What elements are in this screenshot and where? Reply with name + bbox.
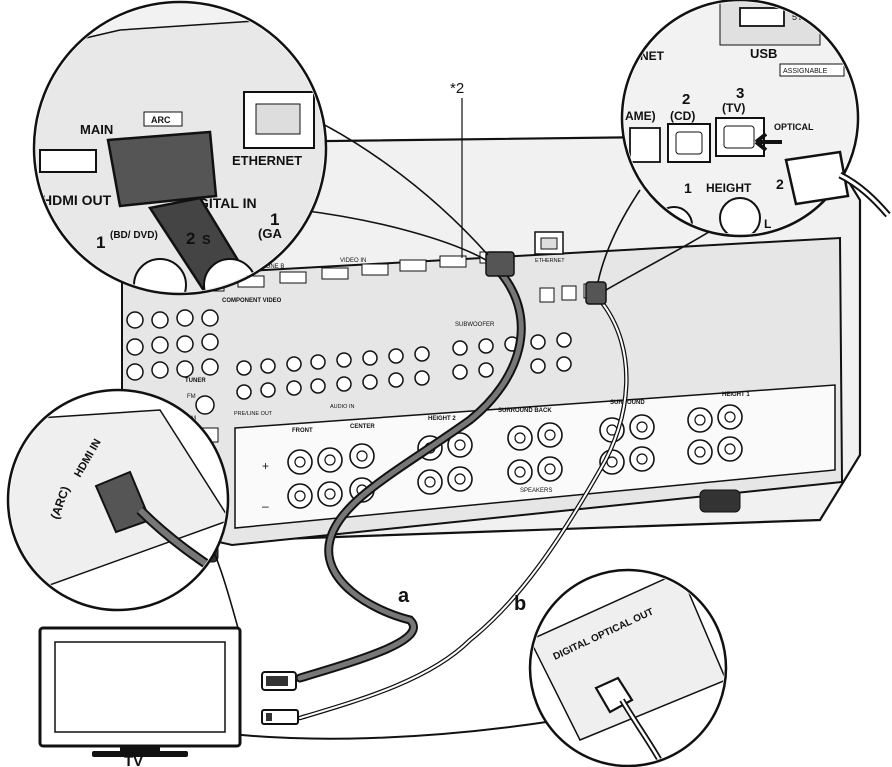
panel-label-fm: FM — [187, 394, 196, 400]
optical-port-2 — [561, 285, 577, 301]
zoom-port-2-num: 2 — [682, 91, 690, 108]
hdmi-plug-receiver — [485, 251, 515, 277]
zoom-height-2: 2 — [776, 176, 784, 192]
speaker-label-plus: + — [262, 459, 269, 473]
panel-label-subwoofer: SUBWOOFER — [455, 322, 495, 328]
audio-rca-jacks — [236, 332, 572, 400]
zoom-port-3-num: 3 — [736, 85, 744, 102]
zoom-height: HEIGHT — [706, 181, 752, 195]
zoom-port-2-name: S — [202, 232, 211, 247]
zoom-hdmi-plug — [106, 130, 218, 208]
panel-label-component-video: COMPONENT VIDEO — [222, 298, 282, 304]
callout-note-2: *2 — [450, 80, 464, 97]
zoom-usb-label: USB — [750, 46, 777, 61]
zoom-tv-optical-out: DIGITAL OPTICAL OUT — [528, 568, 728, 767]
zoom-port-1b: 1 — [270, 210, 279, 229]
zoom-optical-plug — [784, 150, 850, 206]
zoom-port-3-name: (TV) — [722, 101, 745, 115]
zoom-usb-port — [739, 7, 785, 27]
av-receiver: ZONE B VIDEO IN COMPONENT VIDEO SUBWOOFE… — [121, 133, 862, 563]
fm-antenna-jack — [195, 395, 215, 415]
speaker-label-height1: HEIGHT 1 — [722, 392, 750, 398]
zoom-tv-hdmi-in: HDMI IN (ARC) — [6, 388, 239, 629]
speaker-label-height2: HEIGHT 2 — [428, 416, 456, 422]
optical-port-1 — [539, 287, 555, 303]
zoom-port-ga: (GA — [258, 226, 282, 241]
speaker-label-speakers: SPEAKERS — [520, 488, 552, 494]
zoom-height-l: L — [764, 217, 771, 231]
panel-label-tuner: TUNER — [185, 378, 206, 384]
zoom-port-1-num: 1 — [96, 233, 105, 252]
zoom-optical-label: OPTICAL — [774, 122, 814, 132]
tv-label: TV — [124, 753, 143, 767]
zoom-insert-arrow — [754, 132, 782, 152]
optical-plug-receiver — [585, 281, 607, 305]
callout-cable-a: a — [398, 585, 410, 607]
panel-label-video-in: VIDEO IN — [340, 258, 366, 264]
zoom-net: NET — [640, 49, 665, 63]
speaker-label-front: FRONT — [292, 428, 313, 434]
zoom-port-2-num: 2 — [186, 229, 195, 248]
zoom-hdmi-arc: ARC — [151, 115, 171, 125]
zoom-hdmi-main: MAIN — [80, 122, 113, 137]
speaker-label-surround-back: SURROUND BACK — [498, 408, 552, 414]
speaker-label-minus: – — [262, 499, 269, 513]
speaker-label-center: CENTER — [350, 424, 375, 430]
callout-cable-b: b — [514, 593, 526, 615]
panel-label-zone-b: ZONE B — [262, 264, 284, 270]
tv: TV — [38, 626, 242, 767]
zoom-hdmi-out: HDMI OUT — [42, 192, 112, 208]
component-rca-jacks — [126, 309, 219, 381]
zoom-height-1: 1 — [684, 180, 692, 196]
zoom-port-1-name: (BD/ DVD) — [110, 230, 158, 241]
zoom-game-partial: AME) — [625, 109, 656, 123]
zoom-assignable: ASSIGNABLE — [783, 68, 828, 75]
speaker-label-surround: SURROUND — [610, 400, 645, 406]
panel-label-audio-in: AUDIO IN — [330, 404, 354, 410]
zoom-port-2-name: (CD) — [670, 109, 695, 123]
panel-label-preout: PRE/LINE OUT — [234, 411, 273, 417]
panel-label-ethernet: ETHERNET — [535, 258, 565, 264]
zoom-receiver-optical-in: USB 5V/1 NET ASSIGNABLE AME) 2 (CD) 3 (T… — [597, 0, 891, 291]
zoom-ethernet: ETHERNET — [232, 153, 302, 168]
